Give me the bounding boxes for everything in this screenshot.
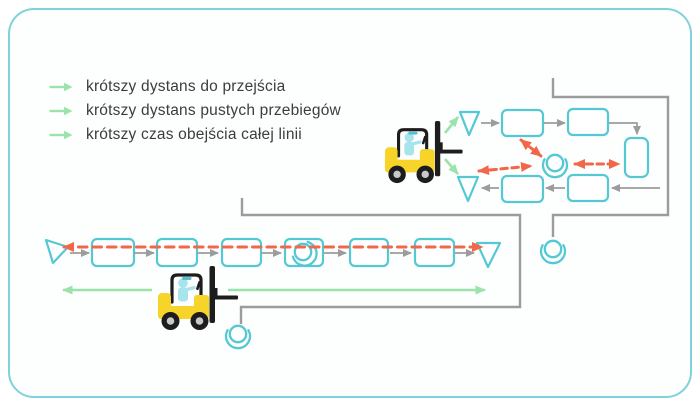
legend-label: krótszy dystans do przejścia — [86, 78, 286, 95]
legend: krótszy dystans do przejścia krótszy dys… — [49, 76, 341, 146]
supermarket-triangle — [44, 238, 70, 265]
supermarket-triangle — [456, 175, 480, 203]
legend-label: krótszy czas obejścia całej linii — [86, 126, 302, 143]
walking-route — [551, 78, 670, 237]
operator-symbol — [224, 324, 252, 350]
forklift — [383, 119, 465, 185]
process-box — [413, 237, 456, 268]
process-box — [566, 107, 610, 137]
process-box — [623, 136, 650, 179]
supermarket-triangle — [475, 241, 502, 269]
process-box — [348, 237, 390, 268]
process-box — [220, 237, 263, 268]
operator-symbol — [539, 239, 567, 265]
legend-item: krótszy dystans do przejścia — [49, 76, 341, 98]
walking-route — [239, 198, 522, 324]
green-arrow-icon — [49, 106, 73, 116]
legend-item: krótszy czas obejścia całej linii — [49, 124, 341, 146]
legend-label: krótszy dystans pustych przebiegów — [86, 102, 341, 119]
distance-green-arrow — [443, 116, 460, 134]
material-flow-arrow — [609, 122, 641, 135]
legend-item: krótszy dystans pustych przebiegów — [49, 100, 341, 122]
process-box — [500, 174, 545, 204]
process-box — [566, 173, 610, 203]
transport-dashed-arrow — [519, 138, 543, 158]
operator-symbol — [541, 153, 569, 179]
green-arrow-icon — [49, 82, 73, 92]
process-box — [90, 237, 136, 268]
distance-green-arrow — [444, 158, 459, 175]
forklift — [156, 264, 240, 332]
u-cell-diagram — [383, 78, 670, 265]
process-box — [500, 108, 545, 138]
green-arrow-icon — [49, 130, 73, 140]
diagram-frame — [8, 8, 692, 398]
supermarket-triangle — [458, 110, 481, 137]
process-box — [155, 237, 199, 268]
straight-line-diagram — [44, 198, 522, 350]
transport-dashed-arrow — [477, 161, 533, 176]
